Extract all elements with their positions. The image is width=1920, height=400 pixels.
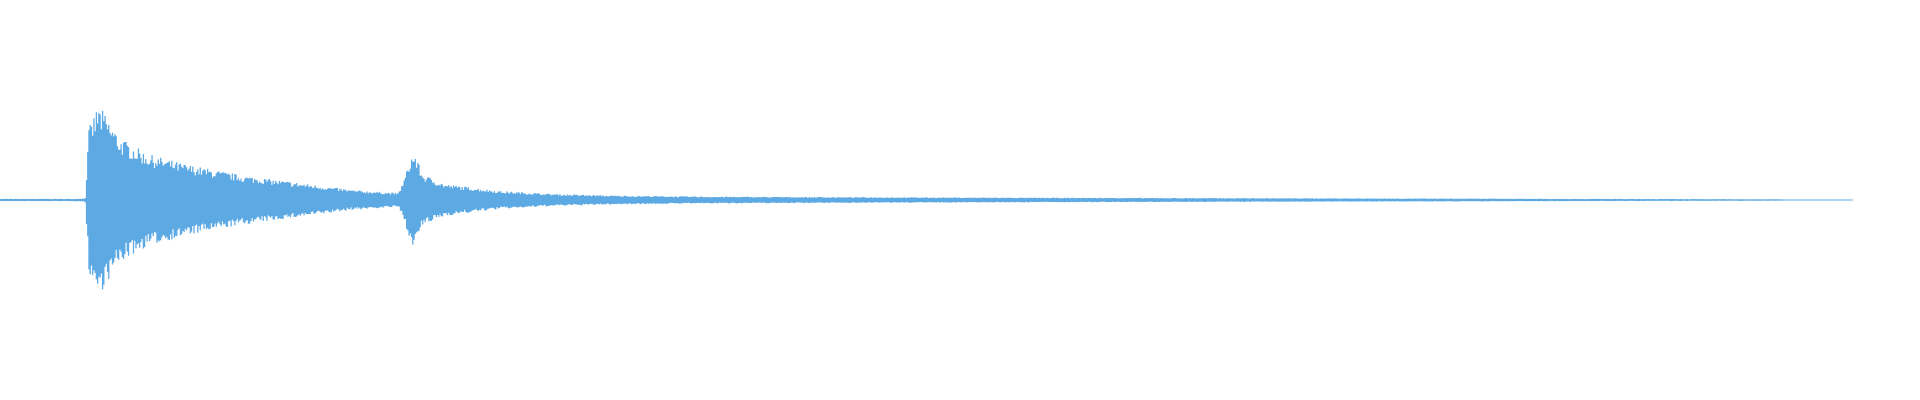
audio-waveform [0,110,1853,290]
